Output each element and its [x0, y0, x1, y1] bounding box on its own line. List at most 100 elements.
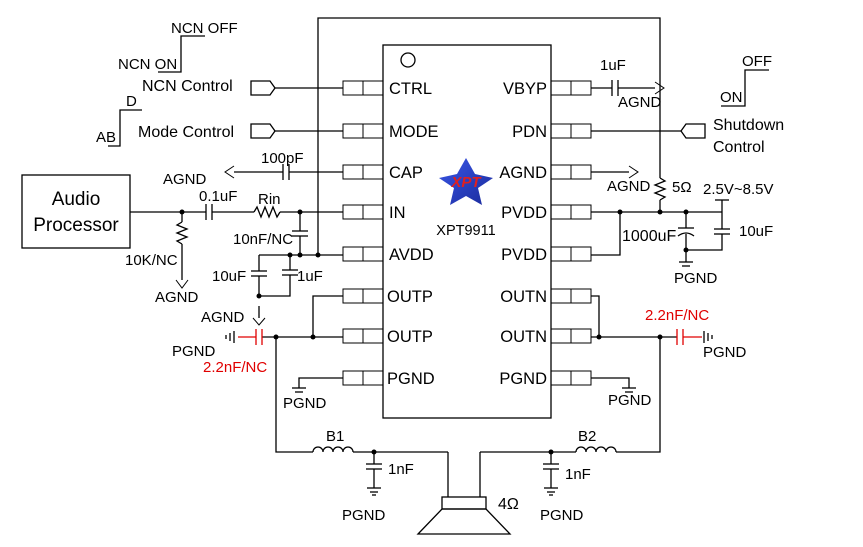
ic-body [382, 44, 552, 419]
audio-processor-line1: Audio [52, 189, 101, 210]
r-10k-label: 10K/NC [125, 252, 178, 269]
pin1-dot [400, 52, 416, 68]
shutdown-port [680, 123, 706, 139]
ncn-off-label: NCN OFF [171, 20, 238, 37]
agnd-in-label: AGND [155, 289, 199, 306]
pgnd-supply-symbol [679, 261, 693, 267]
pin-avdd: AVDD [389, 246, 434, 264]
pin-pgnd-right: PGND [499, 370, 547, 388]
cap-1000uf [677, 227, 695, 237]
agnd-cap-arrow [224, 165, 235, 179]
audio-processor-line2: Processor [33, 215, 119, 236]
pgnd-outp-label: PGND [172, 343, 216, 360]
agnd-right-arrow [628, 165, 639, 179]
pgnd-supply-label: PGND [674, 270, 718, 287]
ncn-on-label: NCN ON [118, 56, 177, 73]
pin-ctrl: CTRL [389, 80, 432, 98]
xpt-logo: XPT [439, 158, 493, 205]
top-supply-wire [317, 17, 661, 255]
pgnd-left-label: PGND [283, 395, 327, 412]
inductor-b1 [312, 446, 354, 453]
agnd-in-symbol [175, 279, 189, 289]
pin-outp-2: OUTP [387, 328, 433, 346]
speaker-icon [416, 496, 512, 535]
r-5ohm-label: 5Ω [672, 179, 692, 196]
mode-control-label: Mode Control [138, 124, 234, 141]
pgnd-left-symbol [292, 387, 306, 393]
pin-outp-1: OUTP [387, 288, 433, 306]
right-pin-boxes [550, 80, 592, 386]
mode-waveform [108, 109, 142, 147]
c-in-label: 0.1uF [199, 188, 237, 205]
inductor-b2 [575, 446, 617, 453]
cap-outn-2.2nf [676, 329, 702, 345]
pgnd-b1-symbol [367, 487, 381, 496]
c-avdd-1u-label: 1uF [297, 268, 323, 285]
cap-10uf [714, 228, 730, 235]
supply-label: 2.5V~8.5V [703, 181, 773, 198]
pin-pvdd-1: PVDD [501, 204, 547, 222]
c-in-nc-label: 10nF/NC [233, 231, 293, 248]
pgnd-b2-symbol [544, 487, 558, 496]
pgnd-right-label: PGND [608, 392, 652, 409]
cap-1nf-right [543, 463, 559, 470]
c-1n-left-label: 1nF [388, 461, 414, 478]
pin-outn-2: OUTN [500, 328, 547, 346]
rin-resistor [253, 205, 281, 219]
shutdown-off-label: OFF [742, 53, 772, 70]
agnd-outp-symbol [252, 317, 266, 326]
ncn-control-port [250, 80, 276, 96]
c-bulk-label: 1000uF [622, 228, 676, 245]
agnd-vbyp-label: AGND [618, 94, 662, 111]
pin-pvdd-2: PVDD [501, 246, 547, 264]
b2-label: B2 [578, 428, 596, 445]
pin-pdn: PDN [512, 123, 547, 141]
rin-label: Rin [258, 191, 281, 208]
mode-control-port [250, 123, 276, 139]
pgnd-right-symbol [622, 387, 636, 393]
pin-in: IN [389, 204, 406, 222]
shutdown-on-label: ON [720, 89, 743, 106]
pin-pgnd-left: PGND [387, 370, 435, 388]
mode-ab-label: AB [96, 129, 116, 146]
shutdown-label-1: Shutdown [713, 117, 784, 134]
cap-10nf-nc [292, 230, 308, 237]
pgnd-b1-label: PGND [342, 507, 386, 524]
b1-label: B1 [326, 428, 344, 445]
r-5ohm [653, 177, 667, 201]
cap-1nf-left [366, 463, 382, 470]
ncn-control-label: NCN Control [142, 78, 233, 95]
logo-text: XPT [450, 174, 482, 191]
ic-name: XPT9911 [436, 223, 495, 239]
pin-mode: MODE [389, 123, 439, 141]
cap-avdd-10uf [251, 270, 267, 277]
pin-cap: CAP [389, 164, 423, 182]
c-vbyp-label: 1uF [600, 57, 626, 74]
pin-outn-1: OUTN [500, 288, 547, 306]
cap-avdd-1uf [282, 269, 298, 276]
pgnd-outn-symbol [703, 331, 713, 343]
speaker-label: 4Ω [498, 496, 519, 513]
shutdown-label-2: Control [713, 139, 765, 156]
cap-outp-2.2nf [238, 329, 263, 345]
pgnd-b2-label: PGND [540, 507, 584, 524]
ncn-waveform [158, 35, 205, 73]
pin-agnd-right: AGND [499, 164, 547, 182]
audio-processor-box [21, 174, 131, 249]
mode-d-label: D [126, 93, 137, 110]
agnd-right-label: AGND [607, 178, 651, 195]
agnd-avdd-label: AGND [201, 309, 245, 326]
c-outp-label: 2.2nF/NC [203, 359, 267, 376]
cap-0.1uf [205, 204, 213, 220]
c-10u-label: 10uF [739, 223, 773, 240]
agnd-cap-label: AGND [163, 171, 207, 188]
c-avdd-10u-label: 10uF [212, 268, 246, 285]
c-outn-label: 2.2nF/NC [645, 307, 709, 324]
agnd-vbyp-arrow [654, 81, 665, 95]
c-1n-right-label: 1nF [565, 466, 591, 483]
pin-vbyp: VBYP [503, 80, 547, 98]
left-pin-boxes [342, 80, 384, 386]
cap-100pf-label: 100pF [261, 150, 304, 167]
r-10k-nc [175, 221, 189, 245]
